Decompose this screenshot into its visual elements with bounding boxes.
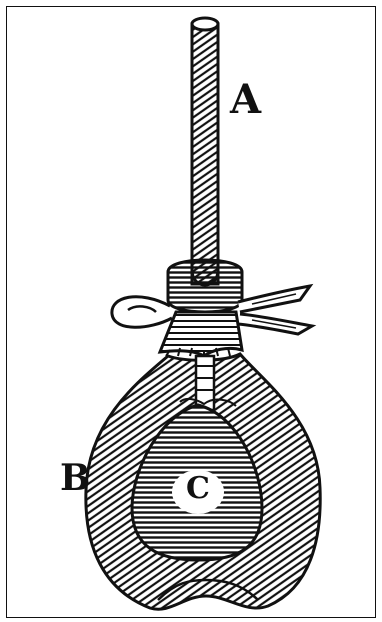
bladder-neck xyxy=(160,312,242,358)
label-b: B xyxy=(60,460,90,496)
stopper xyxy=(168,260,242,312)
label-c: C xyxy=(186,474,210,504)
tube-a xyxy=(192,18,218,284)
label-a: A xyxy=(230,80,261,120)
